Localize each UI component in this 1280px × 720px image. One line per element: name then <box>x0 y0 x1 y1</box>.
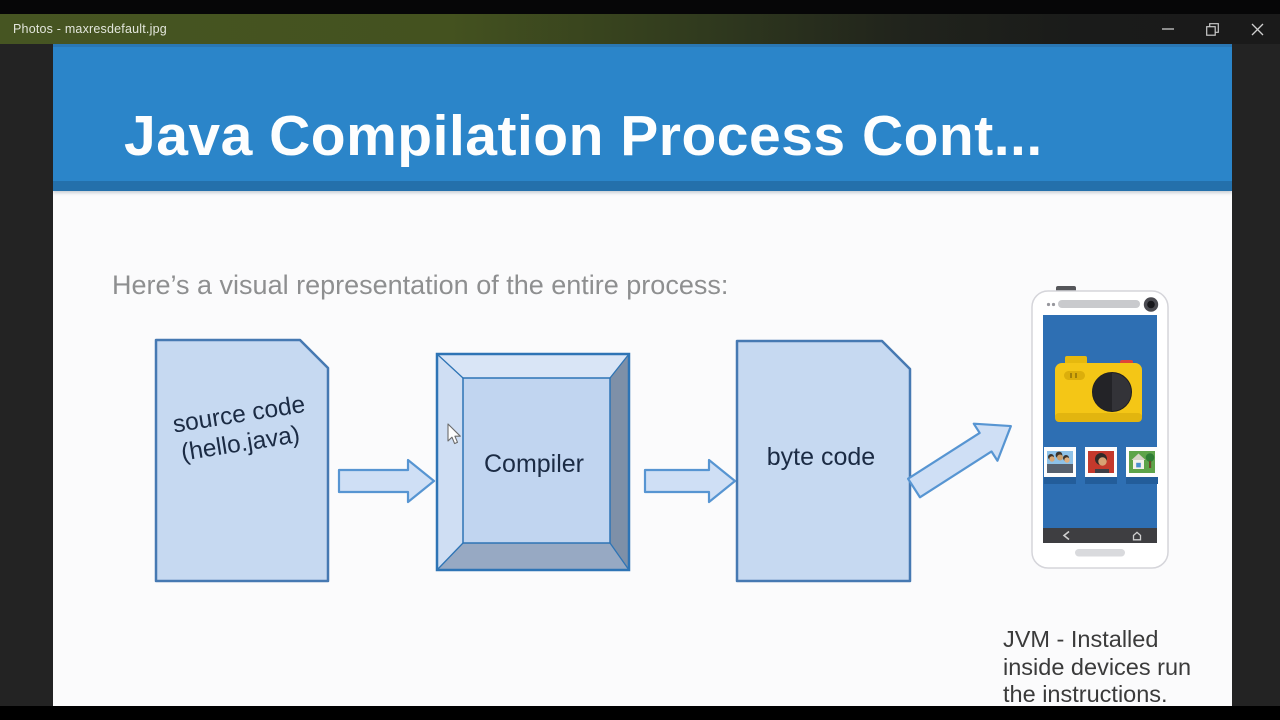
compiler-box: Compiler <box>435 352 631 572</box>
smartphone-illustration <box>1031 286 1169 569</box>
minimize-button[interactable] <box>1145 14 1190 44</box>
phone-front-camera-lens <box>1147 300 1155 309</box>
window-controls <box>1145 14 1280 44</box>
compiler-label: Compiler <box>484 450 584 478</box>
jvm-note-line3: the instructions. <box>1003 681 1168 706</box>
close-button[interactable] <box>1235 14 1280 44</box>
mouse-cursor <box>447 423 461 445</box>
phone-sensor-dot <box>1046 302 1051 307</box>
home-icon <box>1132 531 1142 541</box>
restore-button[interactable] <box>1190 14 1235 44</box>
photo-tile-house <box>1126 447 1158 484</box>
top-letterbox-strip <box>0 0 1280 14</box>
arrow-compiler-to-bytecode <box>643 458 737 504</box>
phone-speaker <box>1058 300 1140 308</box>
photo-canvas: Java Compilation Process Cont... Here’s … <box>53 44 1232 706</box>
bytecode-box: byte code <box>735 339 912 583</box>
photo-tile-people <box>1044 447 1076 484</box>
jvm-note: JVM - Installed inside devices run the i… <box>1003 626 1191 706</box>
arrow-source-to-compiler <box>337 458 436 504</box>
source-code-box: source code (hello.java) <box>154 338 330 583</box>
slide-header-band <box>53 181 1232 191</box>
phone-home-bar <box>1075 549 1125 557</box>
jvm-note-line2: inside devices run <box>1003 653 1192 680</box>
minimize-icon <box>1161 28 1174 30</box>
letterbox-left <box>0 44 53 706</box>
slide-header-banner <box>53 44 1232 191</box>
bottom-letterbox-strip <box>0 706 1280 720</box>
back-icon <box>1062 530 1070 541</box>
slide-title: Java Compilation Process Cont... <box>124 104 1043 168</box>
arrow-bytecode-to-device <box>906 422 1012 499</box>
bytecode-label: byte code <box>767 443 875 471</box>
phone-nav-bar <box>1043 528 1157 543</box>
jvm-note-line1: JVM - Installed <box>1003 626 1159 652</box>
restore-icon <box>1206 22 1219 36</box>
phone-sensor-dot <box>1051 302 1056 307</box>
camera-illustration <box>1055 356 1142 422</box>
title-bar[interactable]: Photos - maxresdefault.jpg <box>0 14 1280 44</box>
photo-tile-portrait <box>1085 447 1117 484</box>
process-diagram: source code (hello.java) Compiler <box>154 286 1169 583</box>
letterbox-right <box>1232 44 1280 706</box>
close-icon <box>1251 23 1264 35</box>
slide-subtitle: Here’s a visual representation of the en… <box>112 270 729 300</box>
photo-viewer-area: Java Compilation Process Cont... Here’s … <box>0 44 1280 706</box>
window-title: Photos - maxresdefault.jpg <box>13 22 167 36</box>
